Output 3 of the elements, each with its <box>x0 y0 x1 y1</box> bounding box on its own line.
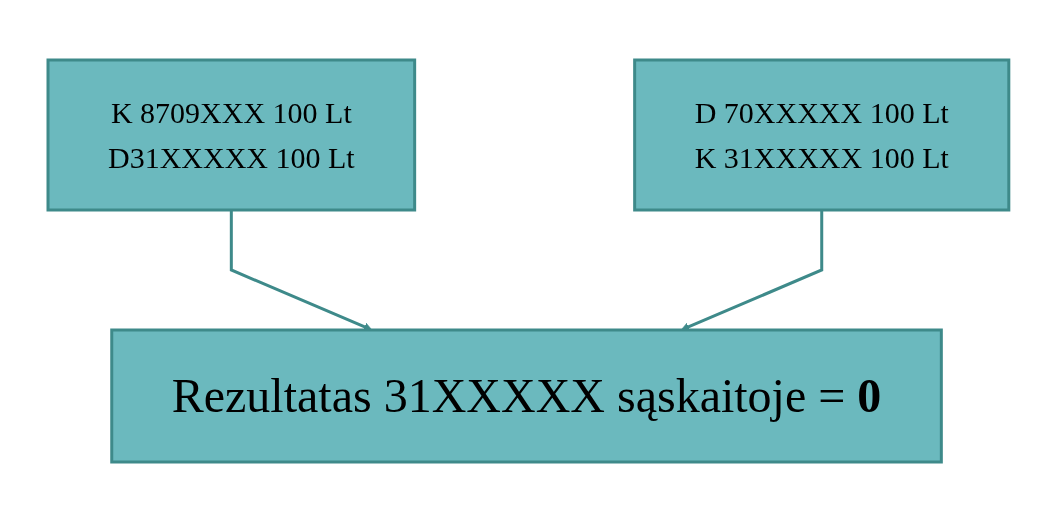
node-box: K 8709XXX 100 Lt D31XXXXX 100 Lt <box>46 58 416 211</box>
node-box: Rezultatas 31XXXXX sąskaitoje = 0 <box>109 328 943 463</box>
node-box: D 70XXXXX 100 Lt K 31XXXXX 100 Lt <box>632 58 1010 211</box>
